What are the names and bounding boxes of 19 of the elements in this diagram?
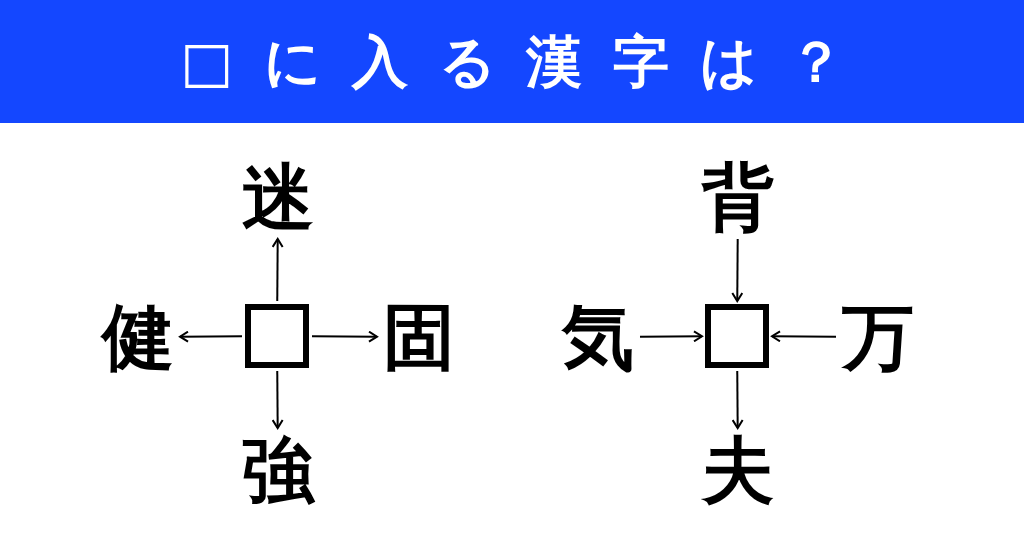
kanji-character: 迷 <box>239 158 317 236</box>
kanji-character: 万 <box>839 298 917 376</box>
kanji-character: 強 <box>239 431 317 509</box>
blank-square <box>245 304 309 368</box>
arrow <box>639 330 703 343</box>
arrow <box>731 238 744 302</box>
arrow <box>271 370 284 429</box>
kanji-character: 固 <box>380 298 458 376</box>
kanji-character: 夫 <box>699 431 777 509</box>
arrow <box>311 330 378 343</box>
blank-square <box>705 304 769 368</box>
arrow <box>179 330 243 343</box>
kanji-character: 健 <box>99 298 177 376</box>
kanji-character: 気 <box>559 298 637 376</box>
kanji-character: 背 <box>699 158 777 236</box>
arrow <box>271 238 284 302</box>
title-text: □に入る漢字は？ <box>179 33 875 90</box>
arrow <box>731 370 744 429</box>
arrow <box>771 330 837 343</box>
